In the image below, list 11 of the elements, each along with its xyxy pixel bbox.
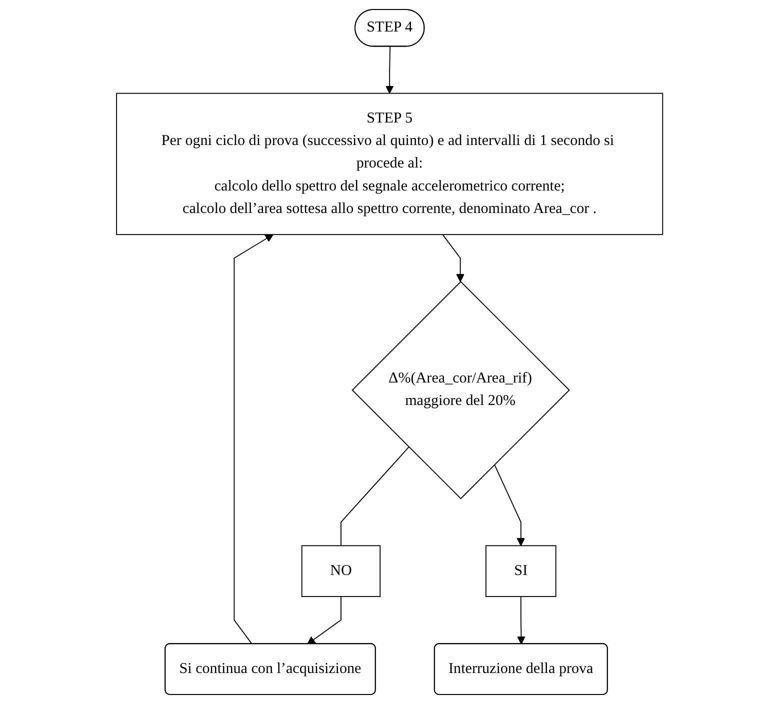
connector [340, 446, 410, 546]
arrow [516, 596, 526, 644]
node-box: STEP 5 Per ogni ciclo di prova (successivo al quinto) e ad intervalli di 1 secondo si procede al: calcolo dello spettro del segnale accelerometrico corrente; calcolo dell’area sottesa allo spettro corrente, denominato Area_cor . [116, 92, 664, 236]
arrow [306, 596, 342, 644]
node-diamond: Δ%(Area_cor/Area_rif) maggiore del 20% [352, 280, 570, 500]
arrow [385, 46, 394, 94]
arrow [234, 234, 274, 645]
arrow [442, 234, 464, 282]
node-box: NO [301, 545, 380, 597]
arrow [494, 464, 525, 546]
node-box: SI [485, 545, 556, 597]
